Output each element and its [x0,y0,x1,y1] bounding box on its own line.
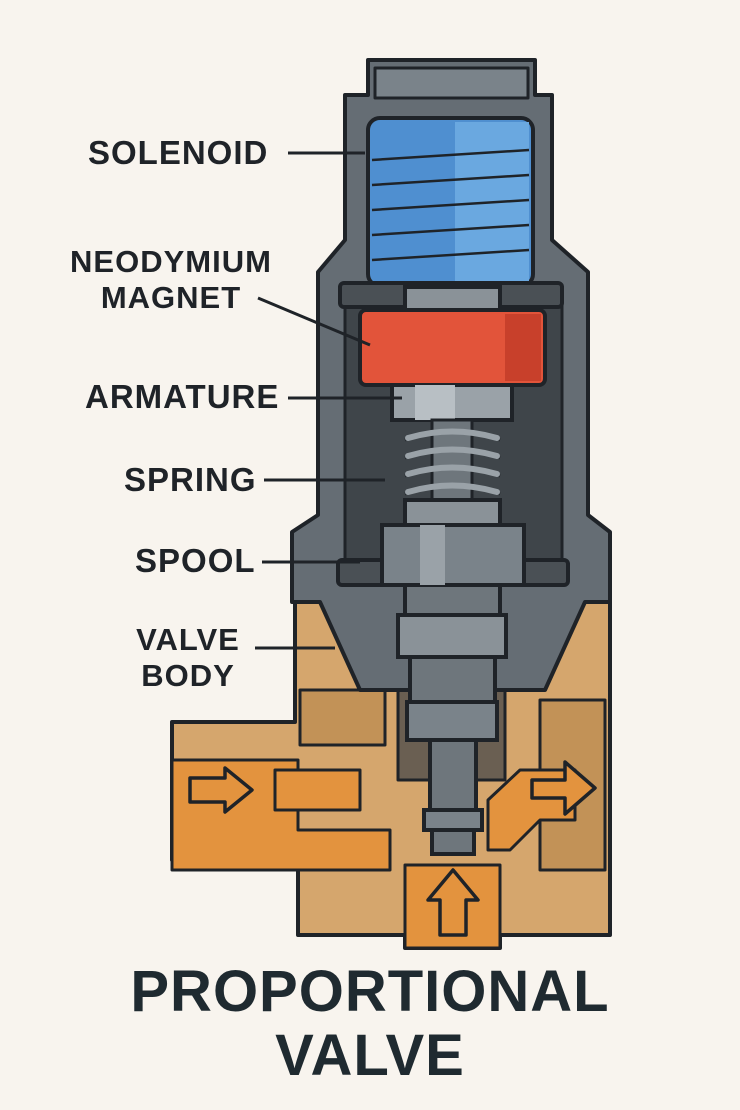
spring [404,418,501,502]
page-title: PROPORTIONAL VALVE [0,960,740,1088]
label-magnet-line2: MAGNET [100,279,242,315]
solenoid-coil [366,116,535,288]
armature [390,383,514,422]
label-solenoid: SOLENOID [88,134,269,171]
label-magnet-line1: NEODYMIUM [70,244,272,279]
label-valve-body: VALVE BODY [128,622,248,693]
label-spring: SPRING [124,461,257,498]
leader-magnet [257,296,371,347]
spool [336,498,570,856]
title-line1: PROPORTIONAL [130,959,610,1024]
arrow-right-icon [188,766,254,814]
label-armature: ARMATURE [85,378,280,415]
arrow-up-icon [426,868,480,937]
label-neodymium-magnet: NEODYMIUM MAGNET [60,244,282,315]
neodymium-magnet [358,308,547,387]
label-spool: SPOOL [135,542,256,579]
label-valve-body-line2: BODY [141,657,235,693]
title-line2: VALVE [275,1022,465,1088]
label-valve-body-line1: VALVE [136,622,240,657]
flow-arrows [188,760,597,937]
arrow-right-icon [530,760,597,816]
leader-lines [255,151,402,650]
